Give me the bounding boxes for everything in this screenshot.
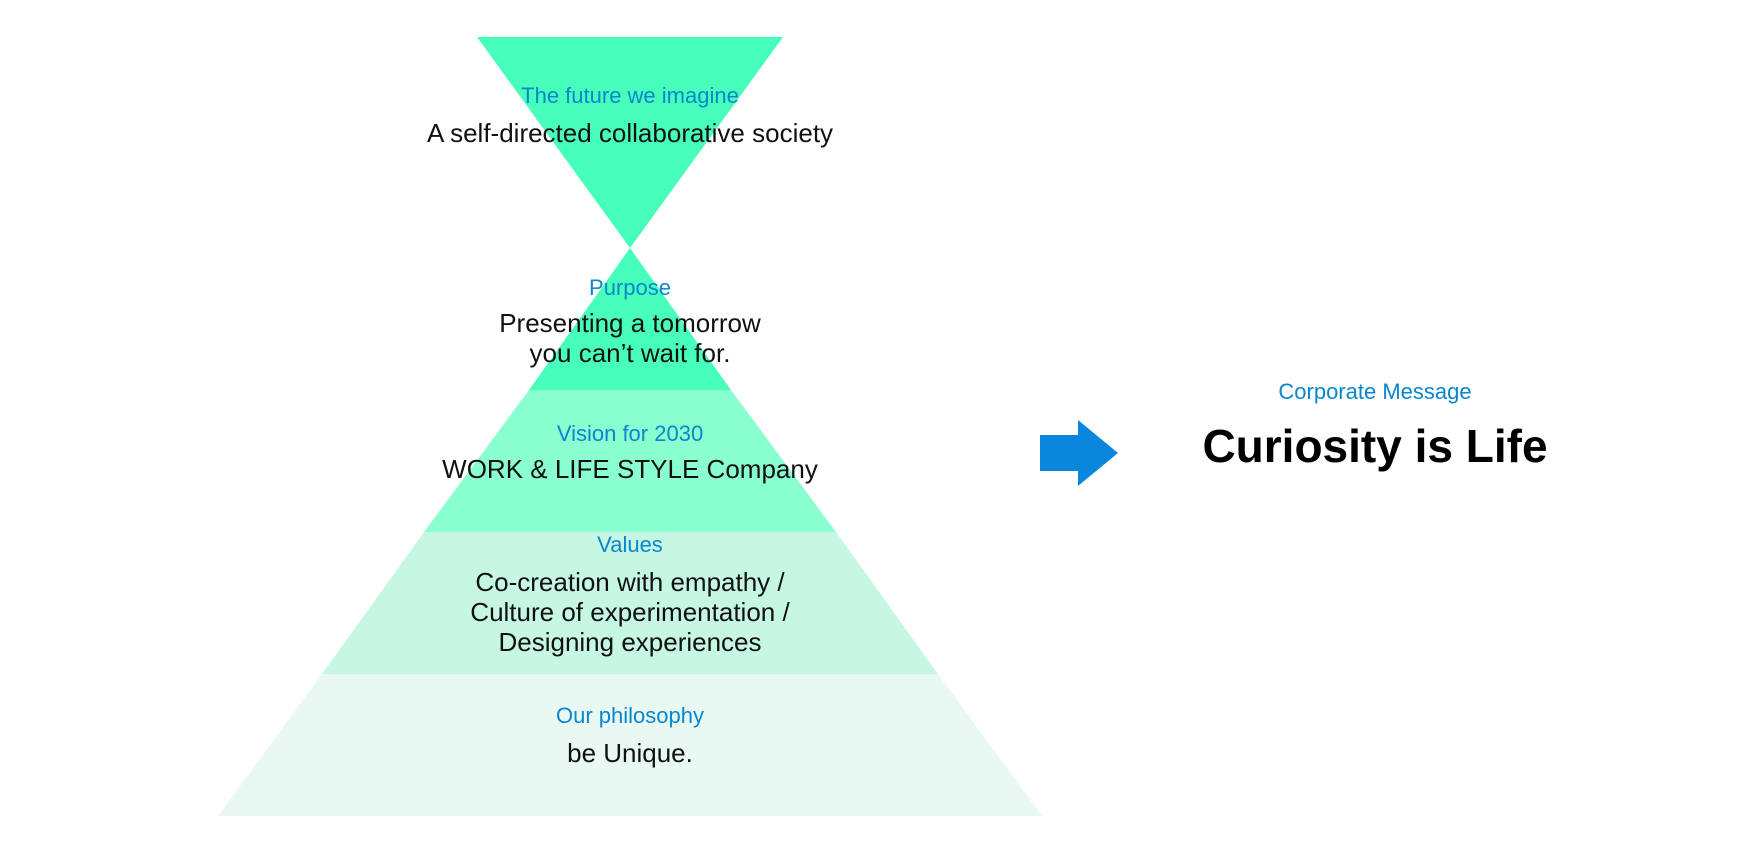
layer-values: Values Co-creation with empathy / Cultur… <box>280 531 980 657</box>
layer-future-text: A self-directed collaborative society <box>426 118 834 148</box>
philosophy-band <box>218 674 1042 816</box>
layer-future: The future we imagine A self-directed co… <box>280 82 980 148</box>
layer-values-label: Values <box>597 532 663 557</box>
layer-purpose-text: Presenting a tomorrow you can’t wait for… <box>499 308 761 368</box>
layer-future-label: The future we imagine <box>521 83 739 108</box>
layer-vision-text: WORK & LIFE STYLE Company <box>442 454 818 484</box>
layer-vision-label: Vision for 2030 <box>556 421 704 446</box>
corporate-message-block: Corporate Message Curiosity is Life <box>1180 378 1570 474</box>
layer-values-text: Co-creation with empathy / Culture of ex… <box>470 567 790 657</box>
arrow-right-icon <box>1040 420 1118 486</box>
purpose-band <box>529 248 731 390</box>
corporate-message-label: Corporate Message <box>1278 379 1472 404</box>
layer-vision: Vision for 2030 WORK & LIFE STYLE Compan… <box>280 420 980 484</box>
future-triangle <box>477 37 783 248</box>
layer-philosophy-text: be Unique. <box>567 738 693 768</box>
layer-philosophy-label: Our philosophy <box>556 703 704 728</box>
layer-purpose: Purpose Presenting a tomorrow you can’t … <box>280 274 980 368</box>
vision-band <box>424 390 836 532</box>
layer-philosophy: Our philosophy be Unique. <box>280 702 980 768</box>
layer-purpose-label: Purpose <box>589 275 671 300</box>
values-band <box>322 532 938 674</box>
corporate-message-text: Curiosity is Life <box>1202 420 1548 472</box>
